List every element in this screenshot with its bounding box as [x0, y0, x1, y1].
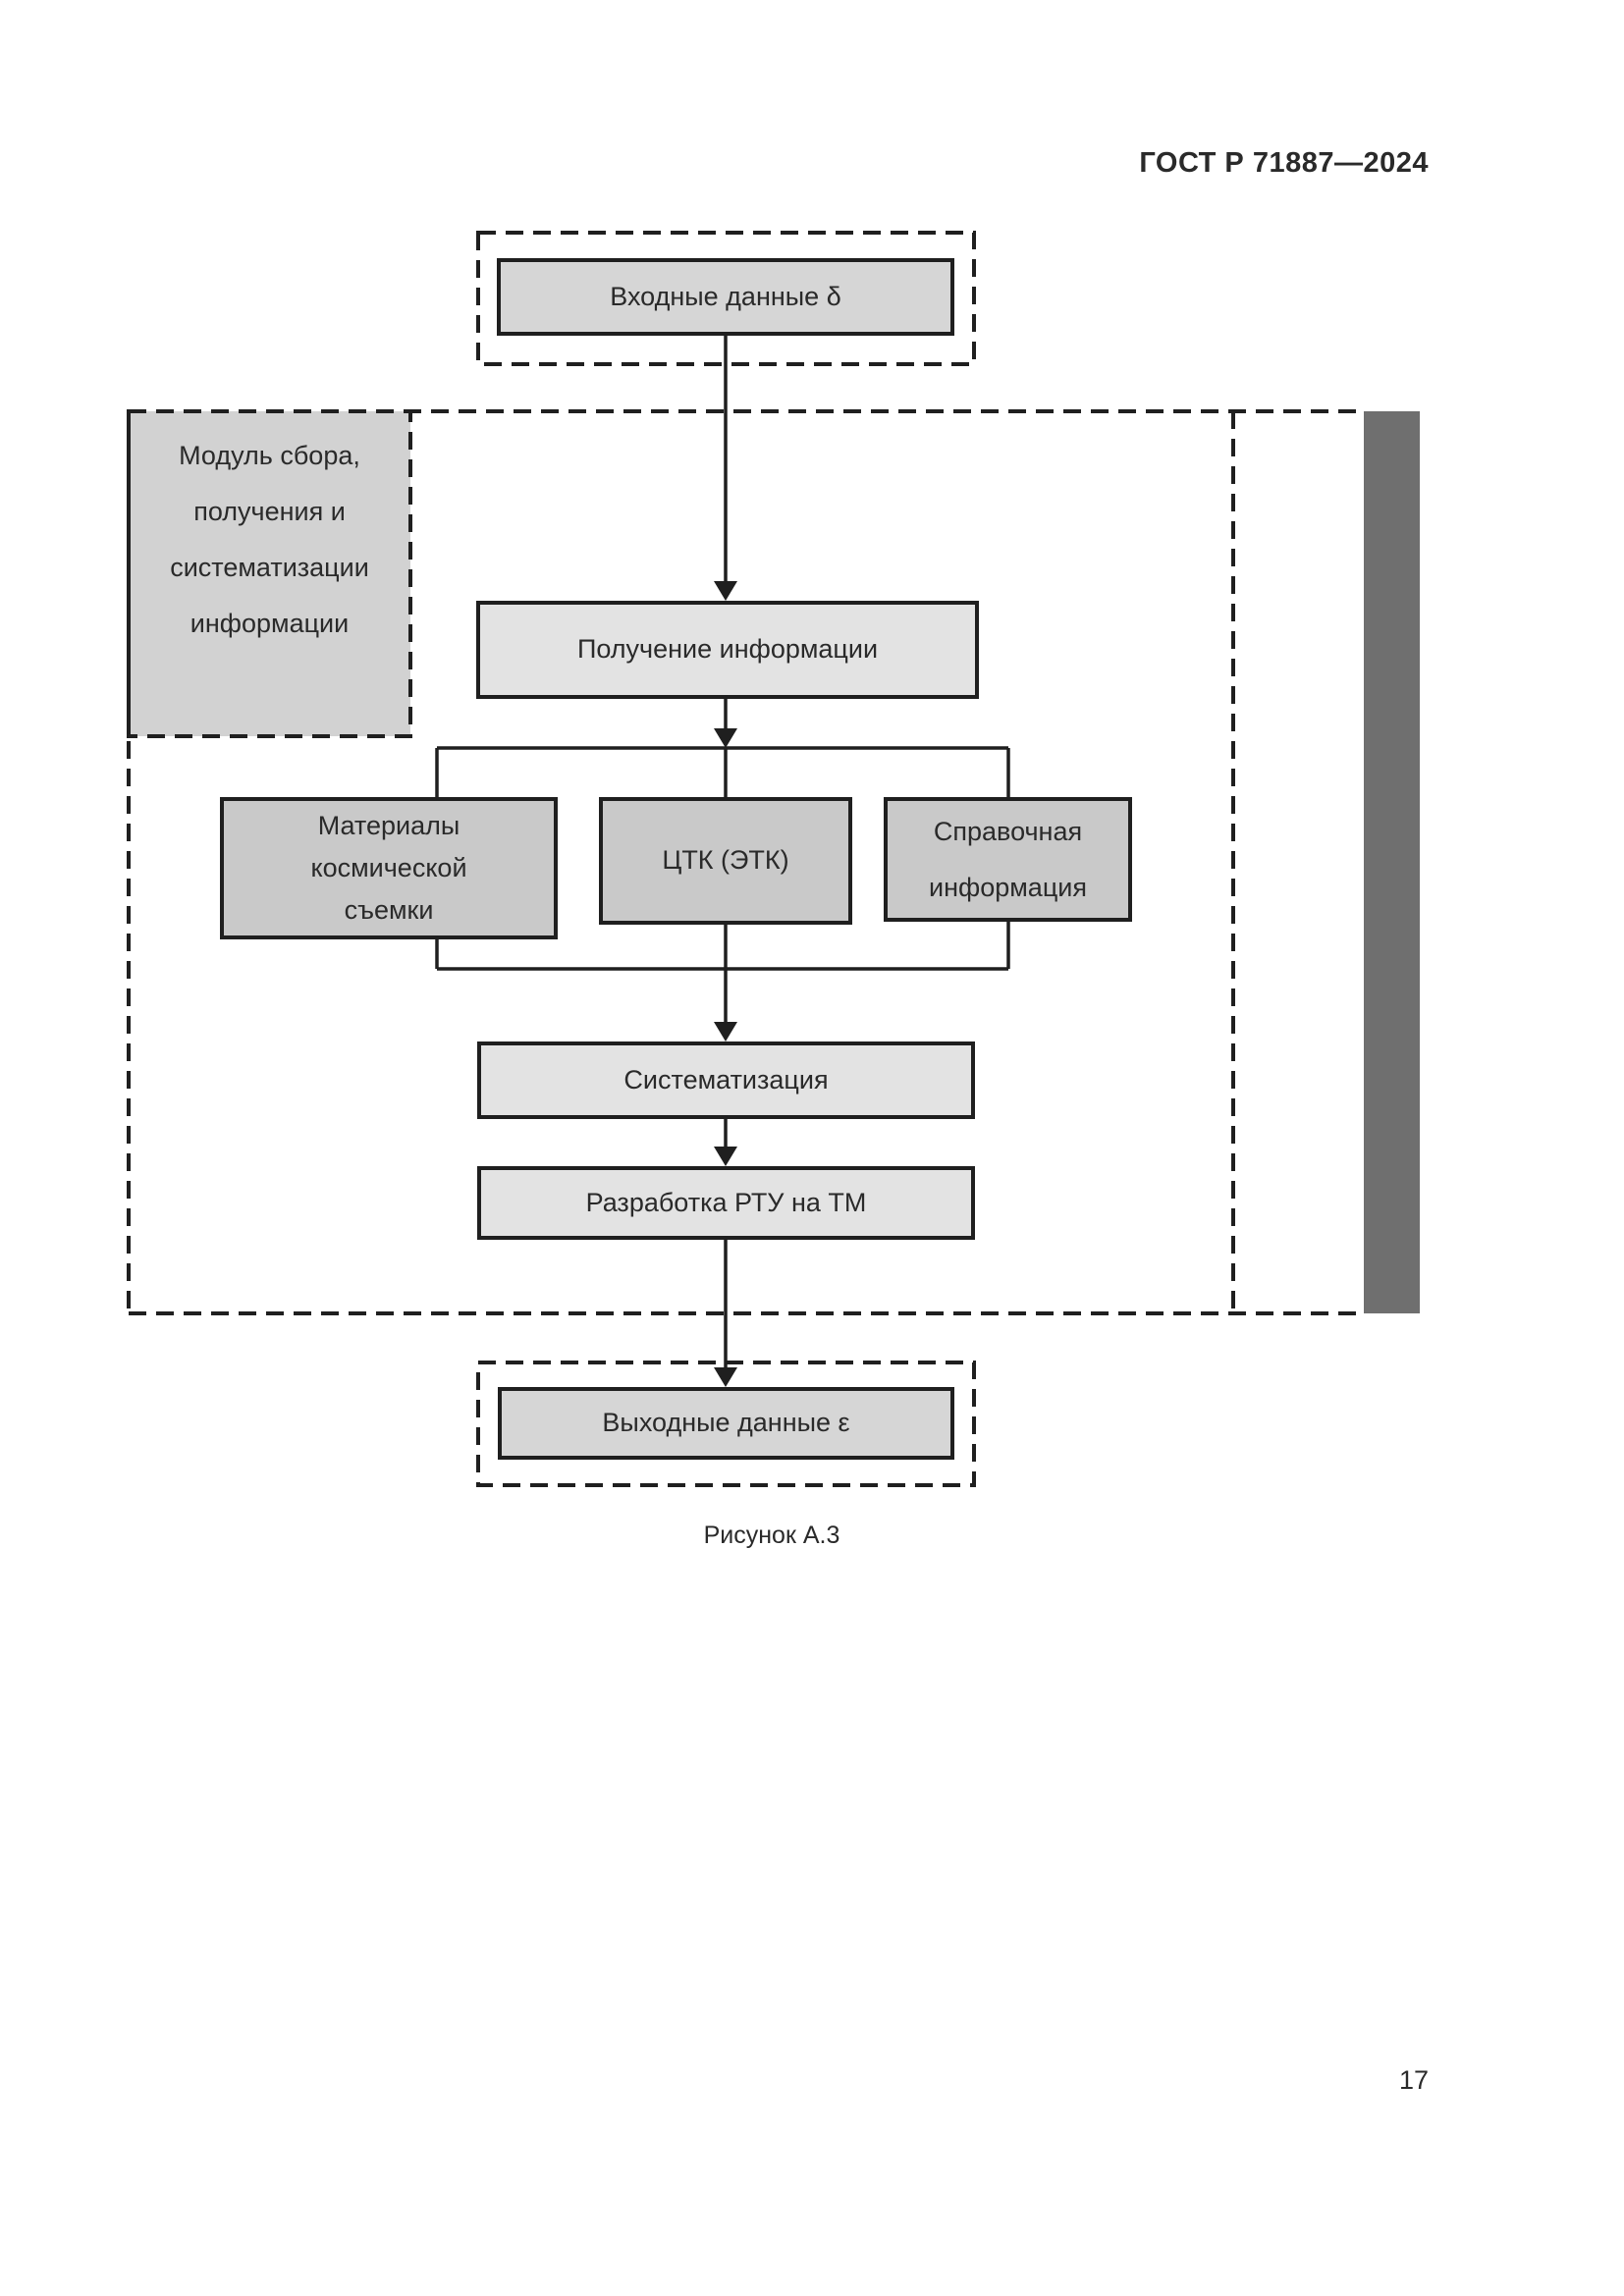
output-data-label: Выходные данные ε: [602, 1408, 850, 1438]
arrow-down-icon: [714, 728, 737, 748]
module-label-line: информации: [189, 609, 350, 638]
output-data-box: Выходные данные ε: [498, 1387, 954, 1460]
arrow-down-icon: [714, 581, 737, 601]
module-label-line: систематизации: [170, 553, 369, 582]
space-survey-materials-box: Материалы космической съемки: [220, 797, 558, 939]
receive-information-box: Получение информации: [476, 601, 979, 699]
development-rtu-label: Разработка РТУ на ТМ: [585, 1187, 867, 1217]
ctk-etk-label: ЦТК (ЭТК): [662, 845, 789, 876]
systematization-box: Систематизация: [477, 1041, 975, 1119]
arrow-down-icon: [714, 1147, 737, 1166]
right-margin-bar: [1364, 411, 1420, 1313]
reference-information-box: Справочная информация: [884, 797, 1132, 922]
reference-label-line: Справочная: [933, 816, 1083, 846]
materials-label-line: Материалы: [317, 811, 460, 840]
materials-label-line: космической: [310, 853, 467, 882]
page-number: 17: [1398, 2065, 1429, 2095]
page-header: ГОСТ Р 71887—2024: [1139, 147, 1429, 179]
module-boundary-dashed: [127, 409, 1362, 1315]
input-data-box: Входные данные δ: [497, 258, 954, 336]
input-data-label: Входные данные δ: [610, 281, 841, 311]
materials-label-line: съемки: [344, 895, 434, 925]
input-dashed-frame: [476, 231, 976, 366]
reference-label-line: информация: [929, 872, 1087, 902]
module-label: Модуль сбора, получения и систематизации…: [129, 428, 410, 652]
arrow-down-icon: [714, 1022, 737, 1041]
receive-information-label: Получение информации: [576, 634, 879, 665]
ctk-etk-box: ЦТК (ЭТК): [599, 797, 852, 925]
development-rtu-box: Разработка РТУ на ТМ: [477, 1166, 975, 1240]
figure-caption: Рисунок А.3: [703, 1522, 840, 1549]
arrow-down-icon: [714, 1367, 737, 1387]
module-label-line: получения и: [193, 497, 346, 526]
module-label-line: Модуль сбора,: [179, 441, 360, 470]
flow-lines: [435, 336, 1010, 1373]
systematization-label: Систематизация: [623, 1064, 829, 1095]
arrow-down-icons: [714, 581, 737, 1387]
module-frame: [127, 409, 412, 738]
